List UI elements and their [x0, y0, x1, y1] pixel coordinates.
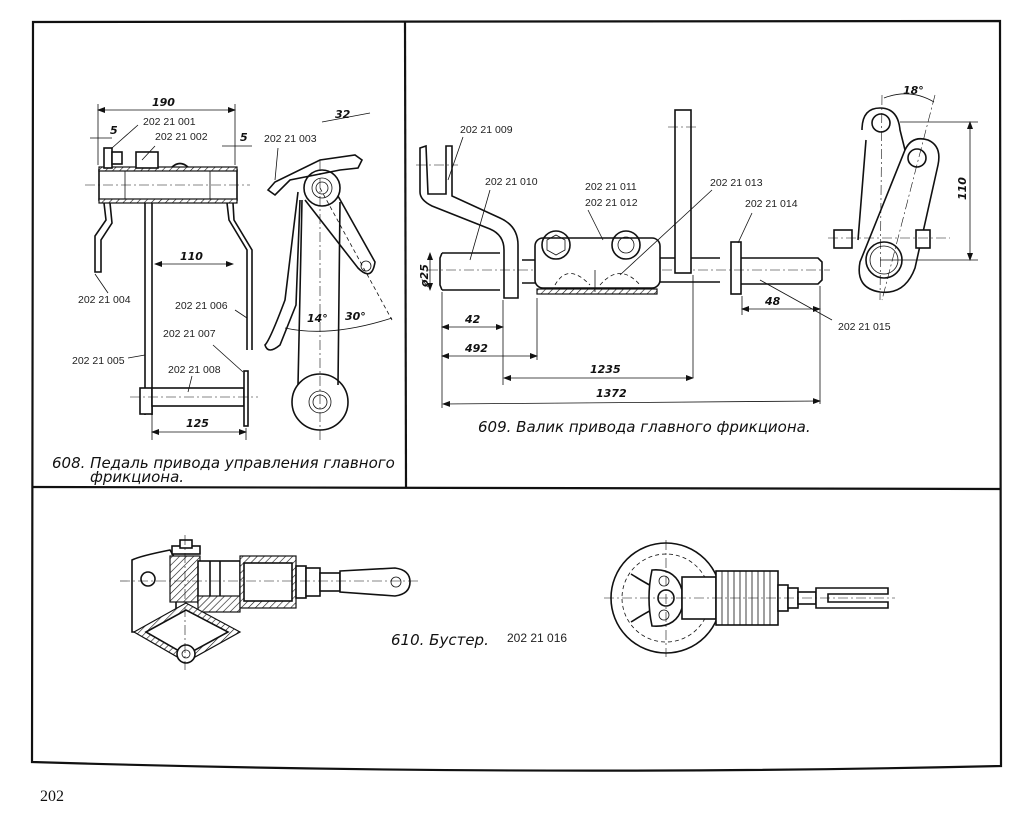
dim-492: 492 — [464, 342, 488, 355]
part-label-booster: 202 21 016 — [507, 631, 567, 645]
figure-610-booster: 610. Бустер. 202 21 016 — [120, 535, 895, 670]
part-label: 202 21 012 — [585, 197, 638, 209]
part-label: 202 21 003 — [264, 133, 317, 145]
shaft-side-view — [828, 94, 950, 301]
part-label: 202 21 015 — [838, 321, 891, 333]
dim-1235: 1235 — [590, 363, 621, 376]
dim-190: 190 — [152, 96, 175, 109]
part-label: 202 21 008 — [168, 364, 221, 376]
part-label: 202 21 010 — [485, 176, 538, 188]
booster-section-view — [120, 535, 418, 670]
figure-608-pedal: 190 5 5 110 125 32 14° 30° 202 21 001 20… — [52, 96, 395, 486]
dim-18deg: 18° — [903, 84, 924, 97]
dim-42: 42 — [464, 313, 481, 326]
pedal-side-view — [264, 154, 393, 440]
part-label: 202 21 014 — [745, 198, 798, 210]
part-label: 202 21 001 — [143, 116, 196, 128]
fig608-part-labels: 202 21 001 202 21 002 202 21 003 202 21 … — [72, 116, 317, 393]
pedal-left-arm — [94, 202, 113, 273]
dim-d25: ø25 — [418, 264, 431, 288]
part-label: 202 21 009 — [460, 124, 513, 136]
dim-5-left: 5 — [110, 124, 118, 137]
pedal-pin — [130, 370, 258, 427]
booster-end-view — [604, 540, 895, 657]
figure-609-shaft: ø25 42 492 1235 1372 48 110 18° — [416, 84, 978, 436]
part-label: 202 21 006 — [175, 300, 228, 312]
dim-14deg: 14° — [307, 312, 328, 325]
fork-lever — [419, 144, 519, 299]
part-label: 202 21 011 — [585, 181, 637, 193]
caption-610: 610. Бустер. — [391, 631, 489, 649]
part-label: 202 21 002 — [155, 131, 208, 143]
dim-125: 125 — [186, 417, 209, 430]
clamp — [534, 230, 661, 295]
part-label: 202 21 005 — [72, 355, 125, 367]
dim-110-side: 110 — [956, 177, 969, 200]
vertical-divider — [403, 21, 408, 488]
outer-frame — [30, 19, 1003, 772]
frame — [30, 19, 1003, 772]
part-label: 202 21 004 — [78, 294, 131, 306]
page-number: 202 — [40, 788, 64, 805]
dim-110: 110 — [180, 250, 203, 263]
pedal-tube — [85, 147, 250, 204]
vertical-lever — [674, 109, 692, 274]
fig609-part-labels: 202 21 009 202 21 010 202 21 011 202 21 … — [447, 124, 891, 333]
caption-608-line1: 608. Педаль привода управления главного — [52, 454, 395, 472]
fig609-dimensions: ø25 42 492 1235 1372 48 110 18° — [418, 84, 978, 408]
part-label: 202 21 007 — [163, 328, 216, 340]
dim-30deg: 30° — [345, 310, 366, 323]
horizontal-divider — [32, 485, 1001, 491]
fig608-dimensions: 190 5 5 110 125 32 14° 30° — [90, 96, 371, 440]
dim-32: 32 — [335, 108, 351, 121]
dim-1372: 1372 — [596, 387, 627, 400]
caption-608-line2: фрикциона. — [90, 468, 184, 486]
caption-609: 609. Валик привода главного фрикциона. — [478, 418, 811, 436]
part-label: 202 21 013 — [710, 177, 763, 189]
dim-5-right: 5 — [240, 131, 248, 144]
dim-48: 48 — [764, 295, 781, 308]
pedal-center-rod — [144, 203, 153, 415]
pedal-right-arm — [226, 202, 253, 350]
